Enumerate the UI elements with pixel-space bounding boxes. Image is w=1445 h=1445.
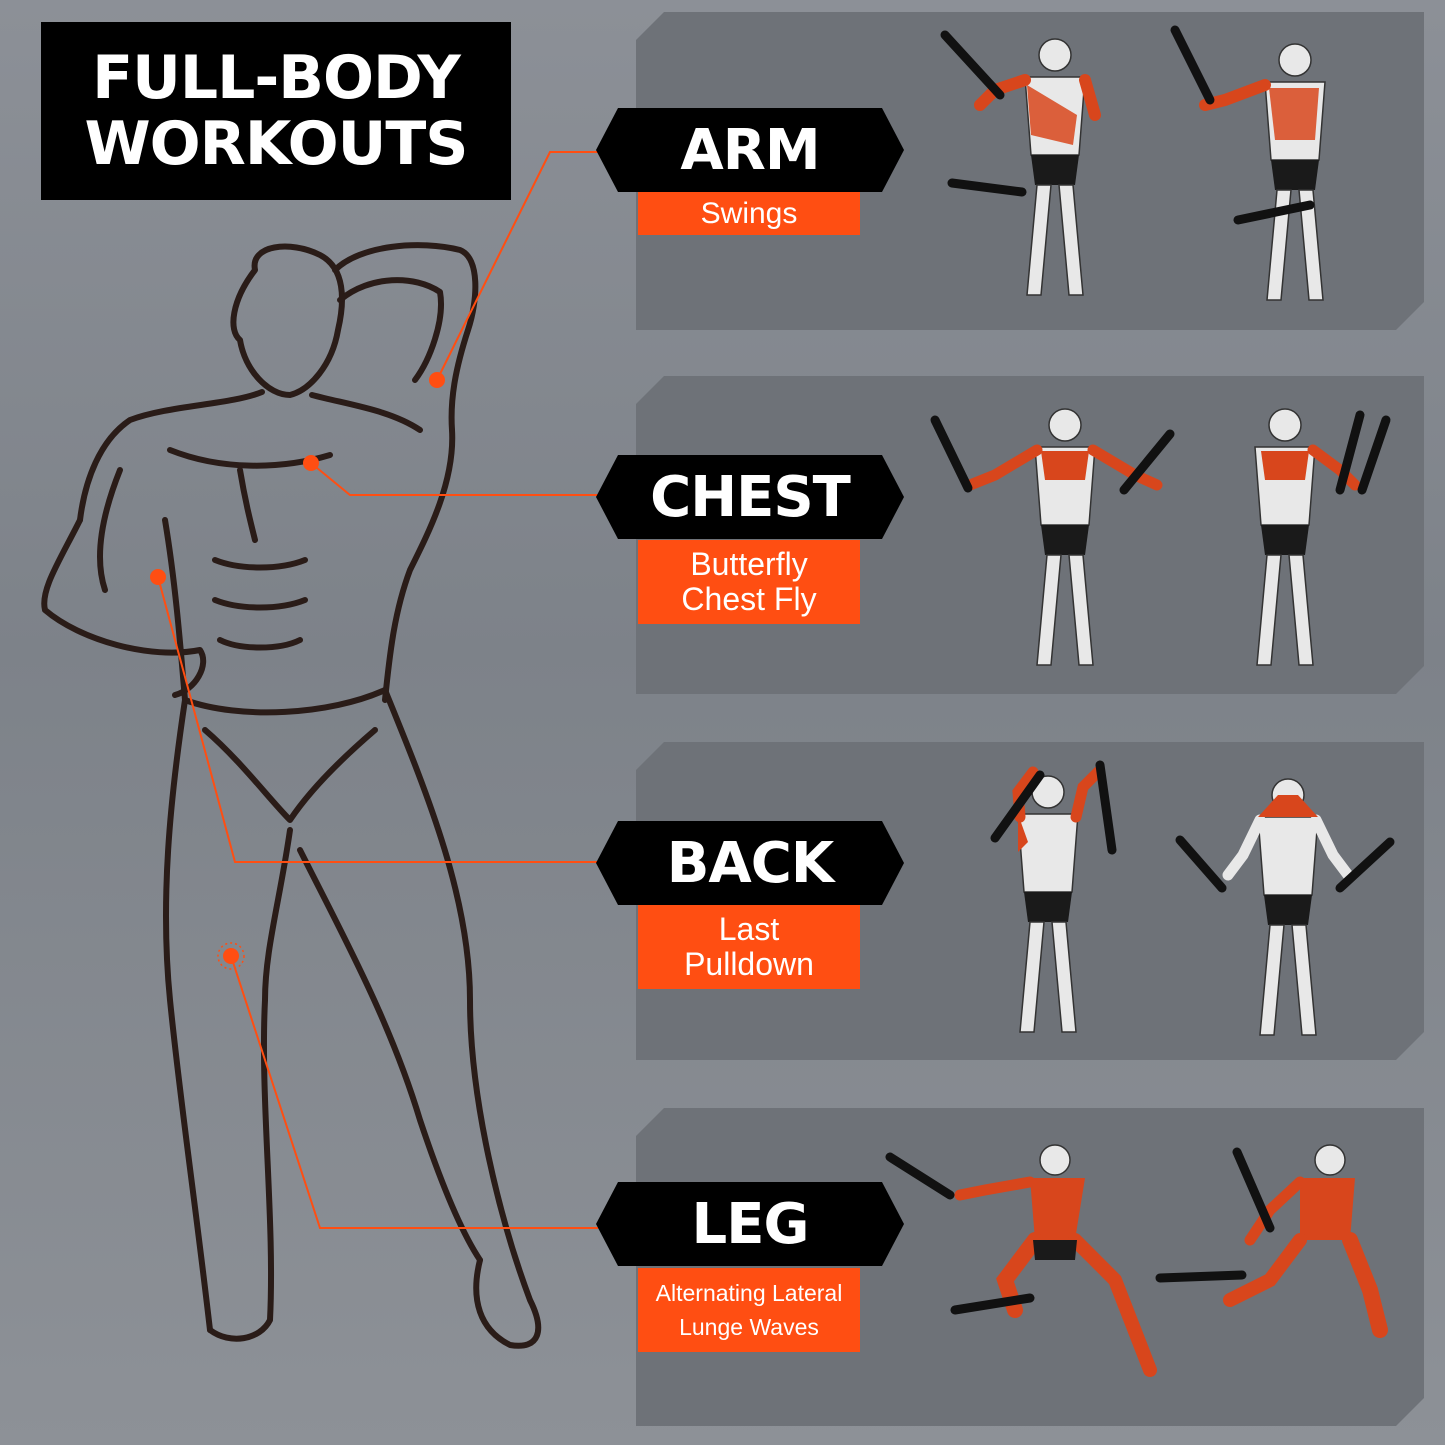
arm-section-label: ARM [596, 108, 904, 192]
back-section-label: BACK [596, 821, 904, 905]
leg-section-label: LEG [596, 1182, 904, 1266]
chest-exercise-line-2: Chest Fly [681, 581, 817, 617]
back-exercise-line-2: Pulldown [684, 946, 814, 982]
title-line-2: WORKOUTS [84, 109, 468, 179]
back-exercise-name: Last Pulldown [638, 905, 860, 989]
arm-exercise-name: Swings [638, 192, 860, 235]
leg-exercise-line-2: Lunge Waves [679, 1314, 819, 1340]
chest-marker-dot [303, 455, 319, 471]
title-line-1: FULL-BODY [92, 43, 461, 113]
chest-section-label: CHEST [596, 455, 904, 539]
back-exercise-line-1: Last [718, 911, 780, 947]
leg-exercise-line-1: Alternating Lateral [655, 1280, 843, 1306]
arm-exercise-line-1: Swings [700, 196, 798, 230]
hip-marker-dot [150, 569, 166, 585]
arm-marker-dot [429, 372, 445, 388]
leg-exercise-panel [636, 1108, 1424, 1426]
leg-exercise-name: Alternating Lateral Lunge Waves [638, 1268, 860, 1352]
chest-exercise-line-1: Butterfly [690, 546, 808, 582]
page-title: FULL-BODY WORKOUTS [41, 22, 511, 200]
chest-exercise-name: Butterfly Chest Fly [638, 540, 860, 624]
leg-marker-dot [223, 948, 239, 964]
